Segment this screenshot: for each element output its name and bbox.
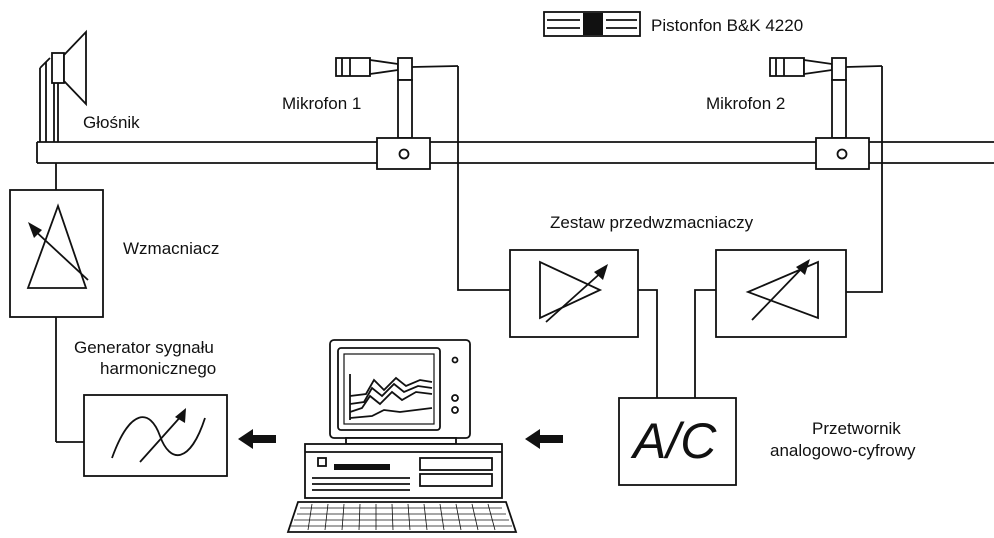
preamp1-to-converter-wire bbox=[638, 289, 658, 398]
pistonphone-icon bbox=[543, 11, 641, 37]
mic1-label: Mikrofon 1 bbox=[282, 94, 361, 113]
mic2-label: Mikrofon 2 bbox=[706, 94, 785, 113]
converter-label-line2: analogowo-cyfrowy bbox=[770, 441, 916, 460]
desktop-computer-icon bbox=[286, 339, 518, 533]
microphone-2-icon bbox=[769, 57, 883, 170]
left-arrow-icon bbox=[238, 429, 276, 449]
amplifier-label: Wzmacniacz bbox=[123, 239, 219, 258]
preamp-2-box bbox=[715, 249, 847, 338]
mic2-cable bbox=[846, 66, 883, 293]
generator-label-line1: Generator sygnału bbox=[74, 338, 214, 357]
amplifier-box bbox=[9, 163, 104, 318]
preamp-1-box bbox=[509, 249, 639, 338]
converter-label-line1: Przetwornik bbox=[812, 419, 901, 438]
generator-box bbox=[83, 394, 228, 477]
pistonfon-label: Pistonfon B&K 4220 bbox=[651, 16, 803, 35]
converter-symbol: A/C bbox=[630, 413, 717, 469]
monitor-plot-lines bbox=[349, 374, 433, 420]
converter-box bbox=[618, 397, 737, 486]
generator-label-line2: harmonicznego bbox=[100, 359, 216, 378]
mic1-cable bbox=[457, 66, 510, 291]
loudspeaker-icon bbox=[39, 29, 87, 142]
keyboard-keys bbox=[291, 503, 512, 531]
preamps-label: Zestaw przedwzmacniaczy bbox=[550, 213, 754, 232]
left-arrow-icon bbox=[525, 429, 563, 449]
preamp2-to-converter-wire bbox=[694, 289, 716, 398]
speaker-label: Głośnik bbox=[83, 113, 140, 132]
microphone-1-icon bbox=[335, 57, 459, 170]
